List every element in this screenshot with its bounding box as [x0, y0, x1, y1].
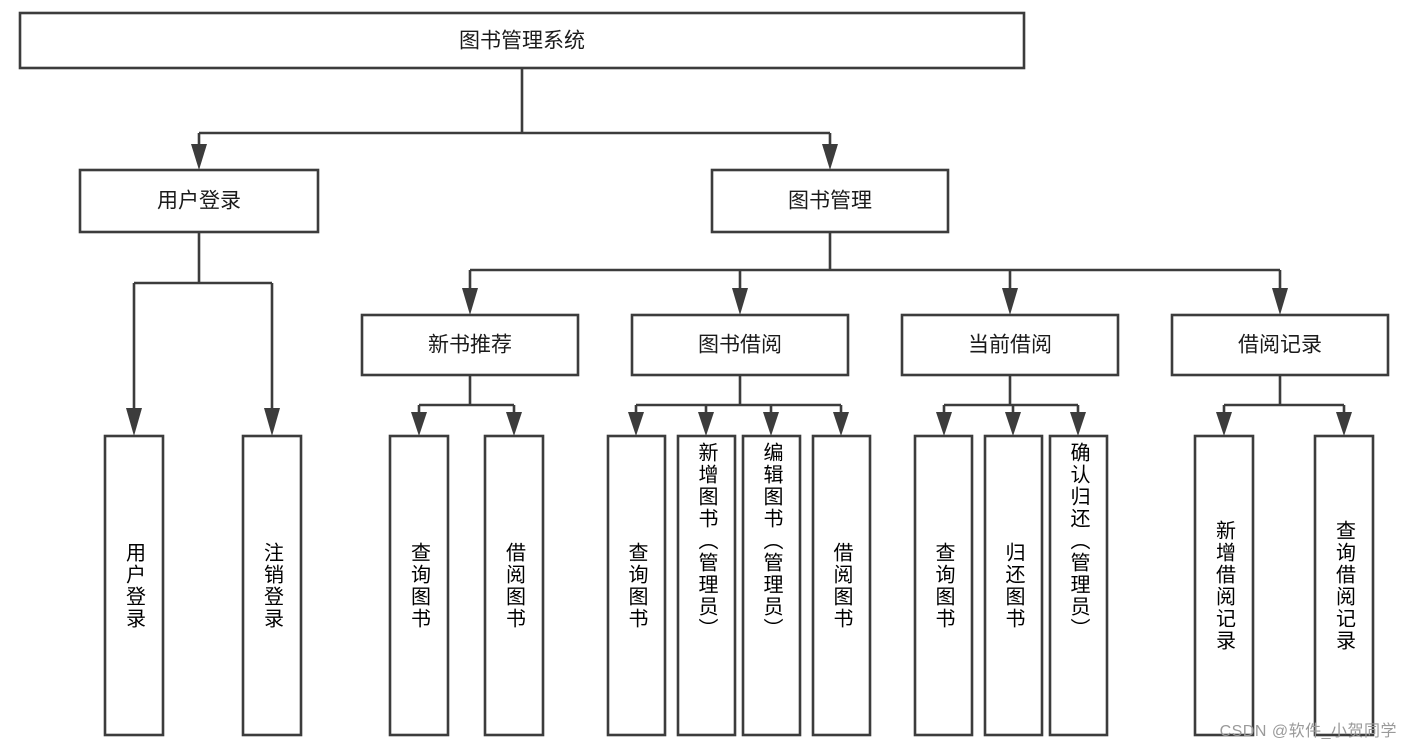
node-leaf-confirm-return[interactable]	[1048, 434, 1109, 737]
node-borrow-record-box[interactable]	[1170, 313, 1390, 377]
node-leaf-add-book[interactable]	[676, 434, 737, 737]
arrow-head-book-borrow	[732, 288, 748, 315]
node-leaf-query-book-1[interactable]	[388, 434, 450, 737]
node-leaf-edit-book[interactable]	[741, 434, 802, 737]
node-leaf-query-record-box[interactable]	[1313, 434, 1375, 737]
leaf-label-wrap-add-book: 新增图书（管理员）	[695, 442, 717, 640]
arrow-head-leaf-query-book-3	[936, 412, 952, 436]
node-leaf-confirm-return-label: 确认归还（管理员）	[1067, 442, 1089, 640]
node-leaf-query-record[interactable]	[1313, 434, 1375, 737]
node-leaf-borrow-book-2-box[interactable]	[811, 434, 872, 737]
node-leaf-query-book-2-label: 查询图书	[625, 541, 647, 630]
node-book-manage[interactable]: 图书管理	[710, 168, 950, 234]
node-leaf-logout-box[interactable]	[241, 434, 303, 737]
node-leaf-user-login-box[interactable]	[103, 434, 165, 737]
leaf-label-wrap-query-book-3: 查询图书	[932, 541, 954, 630]
node-leaf-user-login[interactable]	[103, 434, 165, 737]
arrow-head-leaf-user-login	[126, 408, 142, 436]
node-leaf-edit-book-label: 编辑图书（管理员）	[760, 442, 782, 640]
arrow-head-leaf-add-book	[698, 412, 714, 436]
node-leaf-query-book-2-box[interactable]	[606, 434, 667, 737]
leaf-label-wrap-user-login: 用户登录	[122, 541, 145, 630]
node-current-borrow-box[interactable]	[900, 313, 1120, 377]
node-leaf-query-book-3-label: 查询图书	[932, 541, 954, 630]
node-leaf-borrow-book-1-box[interactable]	[483, 434, 545, 737]
node-root-label: 图书管理系统	[459, 30, 585, 53]
node-root[interactable]: 图书管理系统	[18, 11, 1026, 70]
node-leaf-query-book-1-box[interactable]	[388, 434, 450, 737]
node-leaf-query-record-label: 查询借阅记录	[1332, 519, 1355, 652]
node-borrow-record[interactable]: 借阅记录	[1170, 313, 1390, 377]
node-leaf-add-record[interactable]	[1193, 434, 1255, 737]
node-leaf-add-record-box[interactable]	[1193, 434, 1255, 737]
node-user-login[interactable]: 用户登录	[78, 168, 320, 234]
leaf-label-wrap-add-record: 新增借阅记录	[1212, 519, 1235, 652]
arrow-head-leaf-return-book	[1005, 412, 1021, 436]
leaf-label-wrap-confirm-return: 确认归还（管理员）	[1067, 442, 1089, 640]
arrow-head-user-login	[191, 144, 207, 170]
node-leaf-return-book-label: 归还图书	[1002, 541, 1024, 630]
node-borrow-record-label: 借阅记录	[1238, 334, 1322, 357]
node-leaf-query-book-2[interactable]	[606, 434, 667, 737]
node-leaf-borrow-book-2-label: 借阅图书	[830, 541, 852, 630]
node-leaf-edit-book-box[interactable]	[741, 434, 802, 737]
node-book-borrow[interactable]: 图书借阅	[630, 313, 850, 377]
node-leaf-query-book-3-box[interactable]	[913, 434, 974, 737]
arrow-head-leaf-add-record	[1216, 412, 1232, 436]
node-user-login-box[interactable]	[78, 168, 320, 234]
node-book-manage-label: 图书管理	[788, 190, 872, 213]
node-leaf-borrow-book-1[interactable]	[483, 434, 545, 737]
node-leaf-query-book-3[interactable]	[913, 434, 974, 737]
node-leaf-user-login-label: 用户登录	[122, 541, 145, 630]
arrow-head-leaf-confirm-return	[1070, 412, 1086, 436]
arrow-head-leaf-borrow-book-2	[833, 412, 849, 436]
leaf-label-wrap-return-book: 归还图书	[1002, 541, 1024, 630]
node-current-borrow[interactable]: 当前借阅	[900, 313, 1120, 377]
leaf-label-wrap-edit-book: 编辑图书（管理员）	[760, 442, 782, 640]
node-leaf-logout[interactable]	[241, 434, 303, 737]
node-leaf-add-book-label: 新增图书（管理员）	[695, 442, 717, 640]
node-new-book-rec-box[interactable]	[360, 313, 580, 377]
node-leaf-borrow-book-2[interactable]	[811, 434, 872, 737]
arrow-head-leaf-query-book-2	[628, 412, 644, 436]
node-leaf-logout-label: 注销登录	[260, 541, 283, 630]
node-new-book-rec-label: 新书推荐	[428, 334, 512, 357]
leaf-label-wrap-logout: 注销登录	[260, 541, 283, 630]
node-leaf-add-record-label: 新增借阅记录	[1212, 519, 1235, 652]
arrow-head-leaf-borrow-book-1	[506, 412, 522, 436]
arrow-head-borrow-record	[1272, 288, 1288, 315]
leaf-label-wrap-borrow-book-1: 借阅图书	[502, 541, 525, 630]
node-book-manage-box[interactable]	[710, 168, 950, 234]
node-book-borrow-box[interactable]	[630, 313, 850, 377]
node-book-borrow-label: 图书借阅	[698, 334, 782, 357]
node-root-box[interactable]	[18, 11, 1026, 70]
arrow-head-leaf-edit-book	[763, 412, 779, 436]
leaf-label-wrap-query-book-1: 查询图书	[407, 541, 430, 630]
node-leaf-confirm-return-box[interactable]	[1048, 434, 1109, 737]
node-user-login-label: 用户登录	[157, 190, 241, 213]
node-new-book-rec[interactable]: 新书推荐	[360, 313, 580, 377]
csdn-watermark: CSDN @软件_小贺同学	[1219, 723, 1397, 740]
node-leaf-add-book-box[interactable]	[676, 434, 737, 737]
node-current-borrow-label: 当前借阅	[968, 334, 1052, 357]
arrow-head-leaf-query-book-1	[411, 412, 427, 436]
arrow-head-leaf-logout	[264, 408, 280, 436]
arrow-head-book-manage	[822, 144, 838, 170]
node-leaf-borrow-book-1-label: 借阅图书	[502, 541, 525, 630]
leaf-label-wrap-borrow-book-2: 借阅图书	[830, 541, 852, 630]
node-leaf-return-book-box[interactable]	[983, 434, 1044, 737]
leaf-label-wrap-query-record: 查询借阅记录	[1332, 519, 1355, 652]
arrow-head-leaf-query-record	[1336, 412, 1352, 436]
node-leaf-return-book[interactable]	[983, 434, 1044, 737]
arrow-head-current-borrow	[1002, 288, 1018, 315]
connectors	[126, 68, 1352, 436]
node-leaf-query-book-1-label: 查询图书	[407, 541, 430, 630]
leaf-label-wrap-query-book-2: 查询图书	[625, 541, 647, 630]
arrow-head-new-book-rec	[462, 288, 478, 315]
